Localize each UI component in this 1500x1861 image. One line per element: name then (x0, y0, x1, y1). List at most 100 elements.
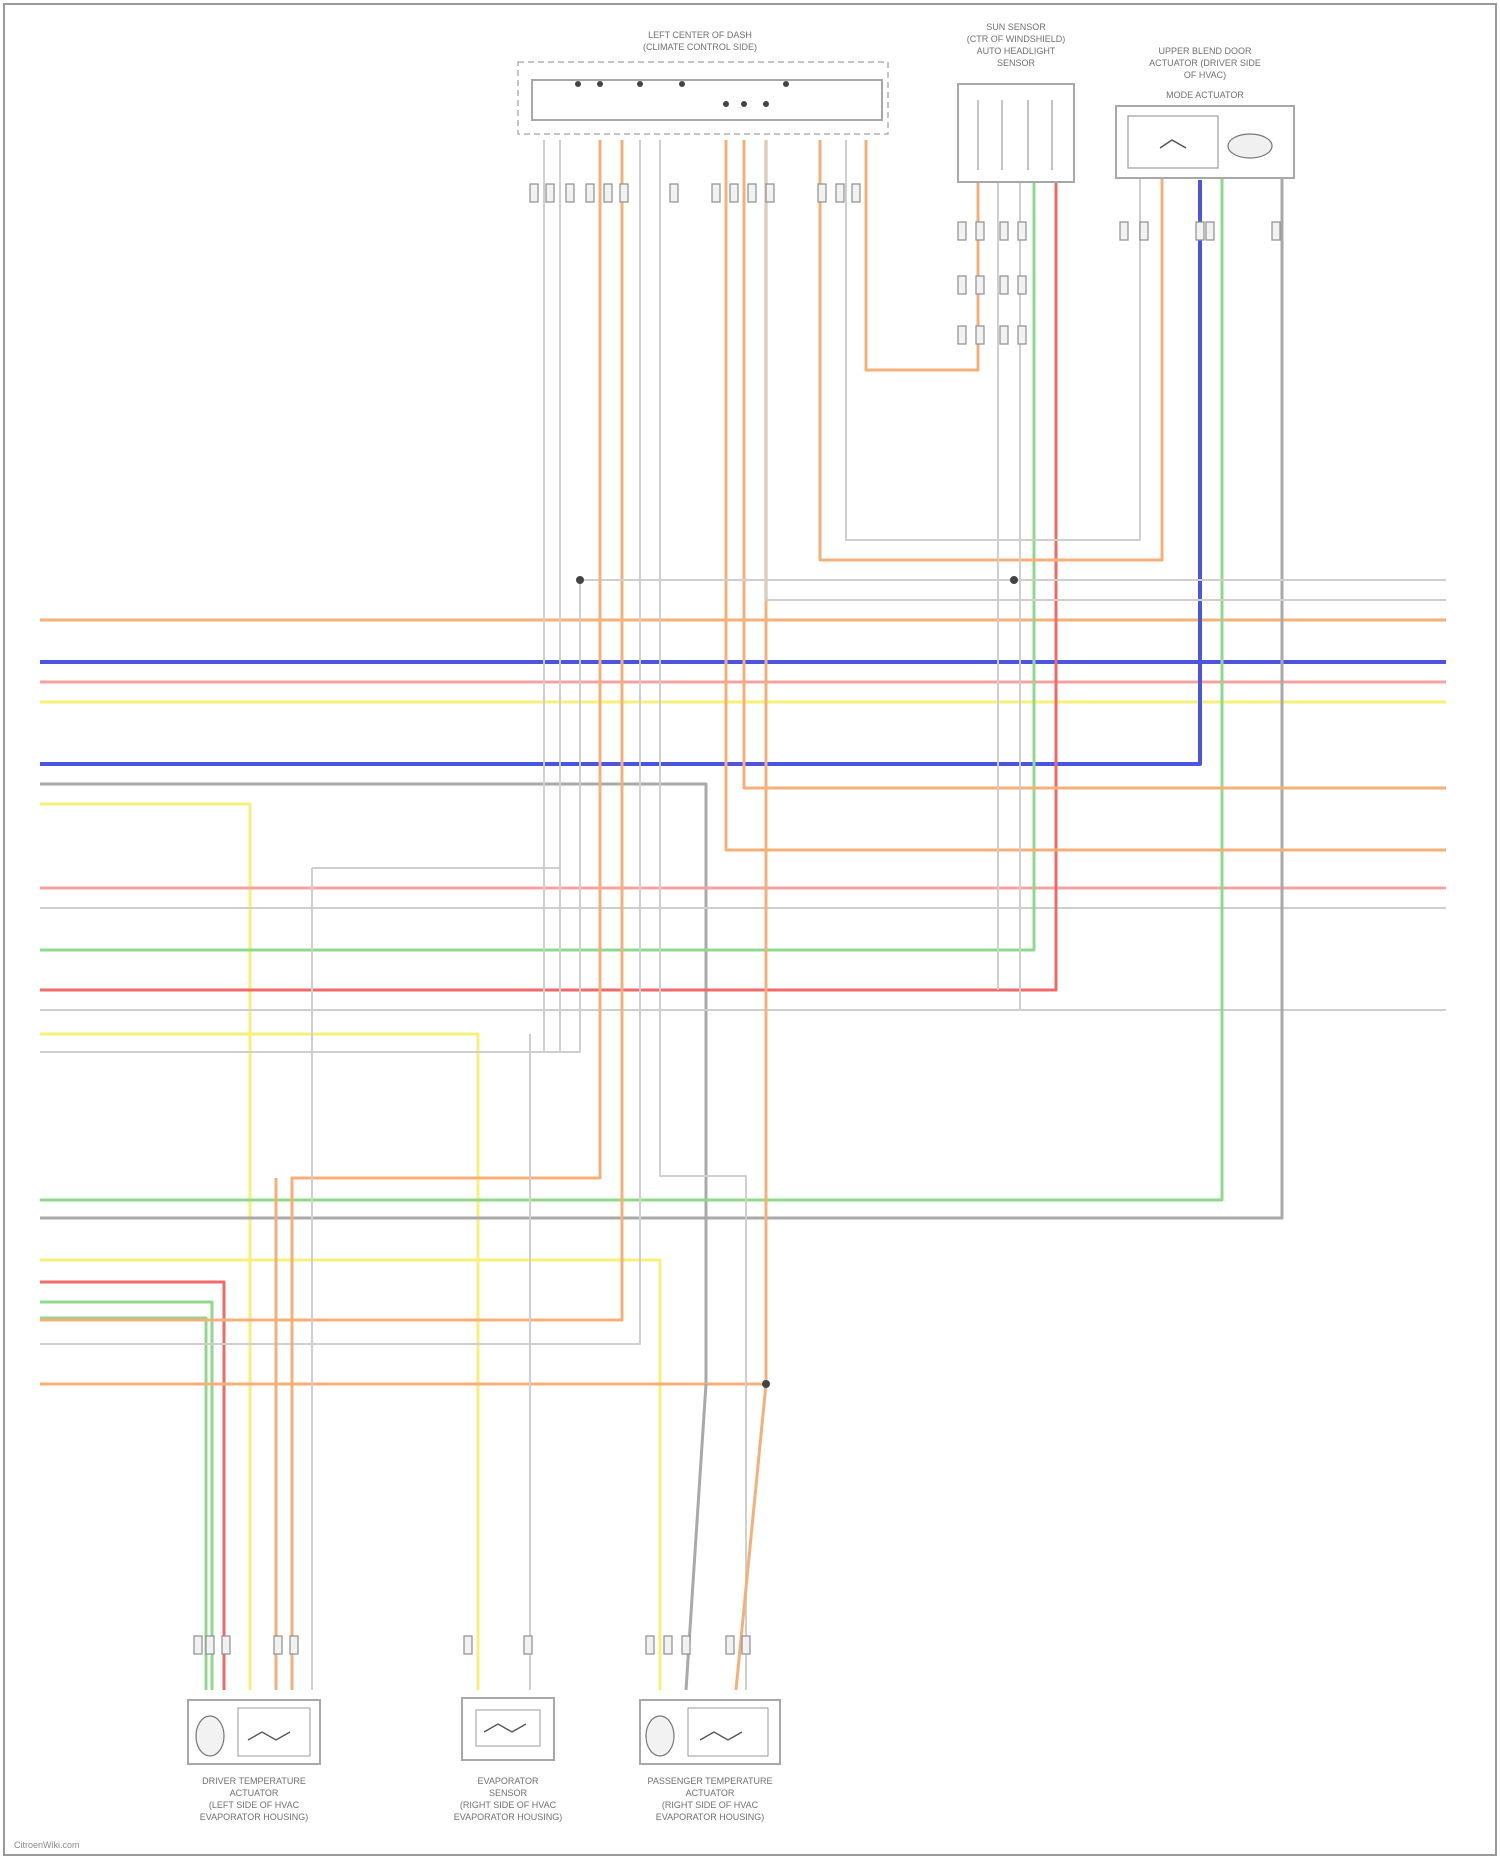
orange-wire (820, 140, 1162, 560)
connector-pin (818, 184, 826, 202)
orange-wire (292, 140, 600, 1690)
actuator-label-3: OF HVAC) (1184, 70, 1226, 80)
sensor-label-2: (CTR OF WINDSHIELD) (967, 34, 1066, 44)
lightgray-wire (40, 140, 640, 1344)
motor-icon (646, 1716, 674, 1756)
splice-node (1010, 576, 1018, 584)
yellow-wire (40, 804, 250, 1690)
lightgray-wire (40, 580, 580, 1052)
passenger-actuator-label-3: (RIGHT SIDE OF HVAC (662, 1800, 759, 1810)
connector-pin (566, 184, 574, 202)
connector-pin (976, 326, 984, 344)
connector-pin (976, 222, 984, 240)
connector-pin (1206, 222, 1214, 240)
connector-pin (1272, 222, 1280, 240)
passenger-actuator-label-4: EVAPORATOR HOUSING) (656, 1812, 765, 1822)
lightgray-wire (846, 140, 1140, 540)
connector-pin (748, 184, 756, 202)
connector-pin (958, 326, 966, 344)
page-border (4, 4, 1496, 1855)
orange-wire (726, 140, 1446, 850)
driver-temperature-actuator: DRIVER TEMPERATURE ACTUATOR (LEFT SIDE O… (188, 1700, 320, 1822)
footer-credit: CitroenWiki.com (14, 1840, 80, 1850)
splice-node (762, 1380, 770, 1388)
passenger-actuator-label-1: PASSENGER TEMPERATURE (647, 1776, 772, 1786)
motor-icon (196, 1716, 224, 1756)
wire-layer (40, 140, 1446, 1690)
connector-pin (1000, 222, 1008, 240)
connector-pin (1018, 326, 1026, 344)
module-label-2: (CLIMATE CONTROL SIDE) (643, 42, 757, 52)
connector-pin (604, 184, 612, 202)
connector-pin (274, 1636, 282, 1654)
splice-node (576, 576, 584, 584)
green-wire (40, 170, 1222, 1200)
connector-pin (742, 1636, 750, 1654)
evap-sensor-label-1: EVAPORATOR (477, 1776, 539, 1786)
driver-actuator-label-4: EVAPORATOR HOUSING) (200, 1812, 309, 1822)
connector-pin (766, 184, 774, 202)
sensor-label-3: AUTO HEADLIGHT (977, 46, 1056, 56)
evap-sensor-label-3: (RIGHT SIDE OF HVAC (460, 1800, 557, 1810)
orange-wire (40, 140, 622, 1320)
connector-pin (976, 276, 984, 294)
connector-pin (546, 184, 554, 202)
blue-wire (40, 180, 1200, 764)
connector-pin (1018, 276, 1026, 294)
green-wire (40, 1318, 206, 1690)
yellow-wire (40, 1260, 660, 1690)
driver-actuator-label-3: (LEFT SIDE OF HVAC (209, 1800, 300, 1810)
connector-pin (646, 1636, 654, 1654)
evap-sensor-label-4: EVAPORATOR HOUSING) (454, 1812, 563, 1822)
bottom-connector-plugs (194, 1636, 750, 1654)
mode-actuator: UPPER BLEND DOOR ACTUATOR (DRIVER SIDE O… (1116, 46, 1294, 178)
connector-pin (712, 184, 720, 202)
connector-pin (206, 1636, 214, 1654)
evaporator-sensor: EVAPORATOR SENSOR (RIGHT SIDE OF HVAC EV… (454, 1698, 563, 1822)
connector-pin (464, 1636, 472, 1654)
orange-wire (744, 140, 1446, 788)
passenger-actuator-label-2: ACTUATOR (686, 1788, 735, 1798)
connector-pin (726, 1636, 734, 1654)
sensor-label-4: SENSOR (997, 58, 1036, 68)
connector-pin (836, 184, 844, 202)
actuator-label-1: UPPER BLEND DOOR (1158, 46, 1252, 56)
sun-sensor: SUN SENSOR (CTR OF WINDSHIELD) AUTO HEAD… (958, 22, 1074, 182)
green-wire (40, 1302, 212, 1690)
connector-pin (1000, 276, 1008, 294)
actuator-label-4: MODE ACTUATOR (1166, 90, 1244, 100)
connector-pin (530, 184, 538, 202)
connector-pin (670, 184, 678, 202)
module-connector-row (530, 184, 860, 202)
passenger-temperature-actuator: PASSENGER TEMPERATURE ACTUATOR (RIGHT SI… (640, 1700, 780, 1822)
connector-pin (620, 184, 628, 202)
connector-pin (524, 1636, 532, 1654)
connector-pin (1120, 222, 1128, 240)
connector-pin (1000, 326, 1008, 344)
connector-pin (730, 184, 738, 202)
connector-pin (222, 1636, 230, 1654)
driver-actuator-label-2: ACTUATOR (230, 1788, 279, 1798)
actuator-label-2: ACTUATOR (DRIVER SIDE (1149, 58, 1261, 68)
connector-pin (194, 1636, 202, 1654)
connector-pin (958, 222, 966, 240)
connector-pin (682, 1636, 690, 1654)
gray-wire (40, 784, 706, 1384)
yellow-wire (40, 1034, 478, 1690)
connector-pin (958, 276, 966, 294)
connector-pin (852, 184, 860, 202)
lightgray-wire (660, 140, 746, 1690)
connector-pin (586, 184, 594, 202)
connector-pin (1140, 222, 1148, 240)
sensor-label-1: SUN SENSOR (986, 22, 1046, 32)
connector-pin (1196, 222, 1204, 240)
climate-control-module: LEFT CENTER OF DASH (CLIMATE CONTROL SID… (518, 30, 888, 134)
connector-pin (290, 1636, 298, 1654)
connector-pin (1018, 222, 1026, 240)
orange-wire (736, 1384, 766, 1690)
driver-actuator-label-1: DRIVER TEMPERATURE (202, 1776, 306, 1786)
evap-sensor-label-2: SENSOR (489, 1788, 528, 1798)
connector-pin (664, 1636, 672, 1654)
module-label-1: LEFT CENTER OF DASH (648, 30, 752, 40)
